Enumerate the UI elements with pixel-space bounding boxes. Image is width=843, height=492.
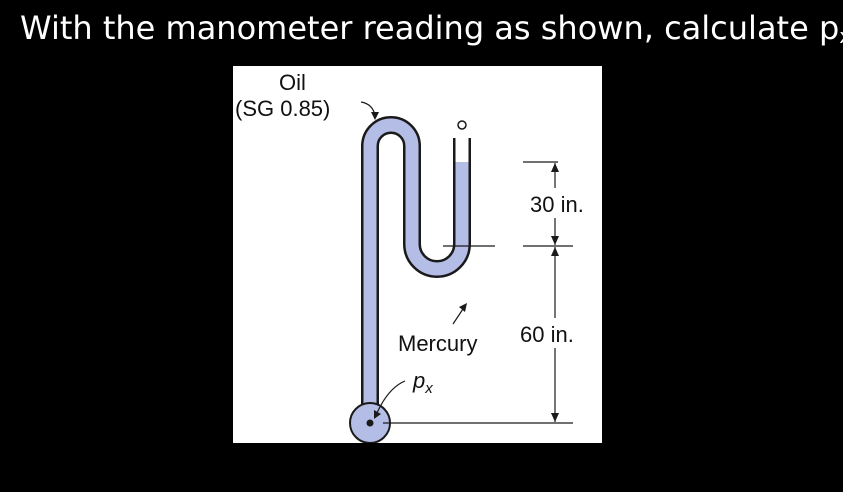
mercury-label: Mercury	[398, 331, 477, 356]
dim-lower-arrow-top	[551, 247, 559, 256]
px-subscript: x	[424, 380, 433, 397]
dim-upper-arrow-bottom	[551, 236, 559, 245]
question-title: With the manometer reading as shown, cal…	[20, 8, 843, 56]
dim-lower-label-bg	[519, 318, 595, 348]
manometer-figure: Oil (SG 0.85) 30 in. 60 in. Mercury px	[233, 66, 602, 443]
pressure-point	[366, 419, 374, 427]
px-symbol: p	[412, 368, 425, 393]
oil-pointer-head	[371, 112, 379, 120]
question-text: With the manometer reading as shown, cal…	[20, 9, 840, 47]
oil-sg-label: (SG 0.85)	[235, 96, 330, 121]
px-pointer	[375, 380, 406, 416]
dim-upper-arrow-top	[551, 163, 559, 172]
mercury-pointer-head	[459, 303, 467, 312]
manometer-diagram: Oil (SG 0.85) 30 in. 60 in. Mercury px	[235, 70, 599, 443]
dim-upper-label: 30 in.	[530, 192, 584, 217]
open-end	[457, 120, 467, 130]
px-label: px	[412, 368, 433, 397]
dim-lower-label: 60 in.	[520, 322, 574, 347]
dim-upper-label-bg	[529, 188, 599, 218]
oil-label: Oil	[279, 70, 306, 95]
dim-lower-arrow-bottom	[551, 413, 559, 422]
px-pointer-head	[374, 410, 381, 419]
question-subscript: x	[839, 24, 843, 48]
fluid-column	[363, 118, 469, 421]
